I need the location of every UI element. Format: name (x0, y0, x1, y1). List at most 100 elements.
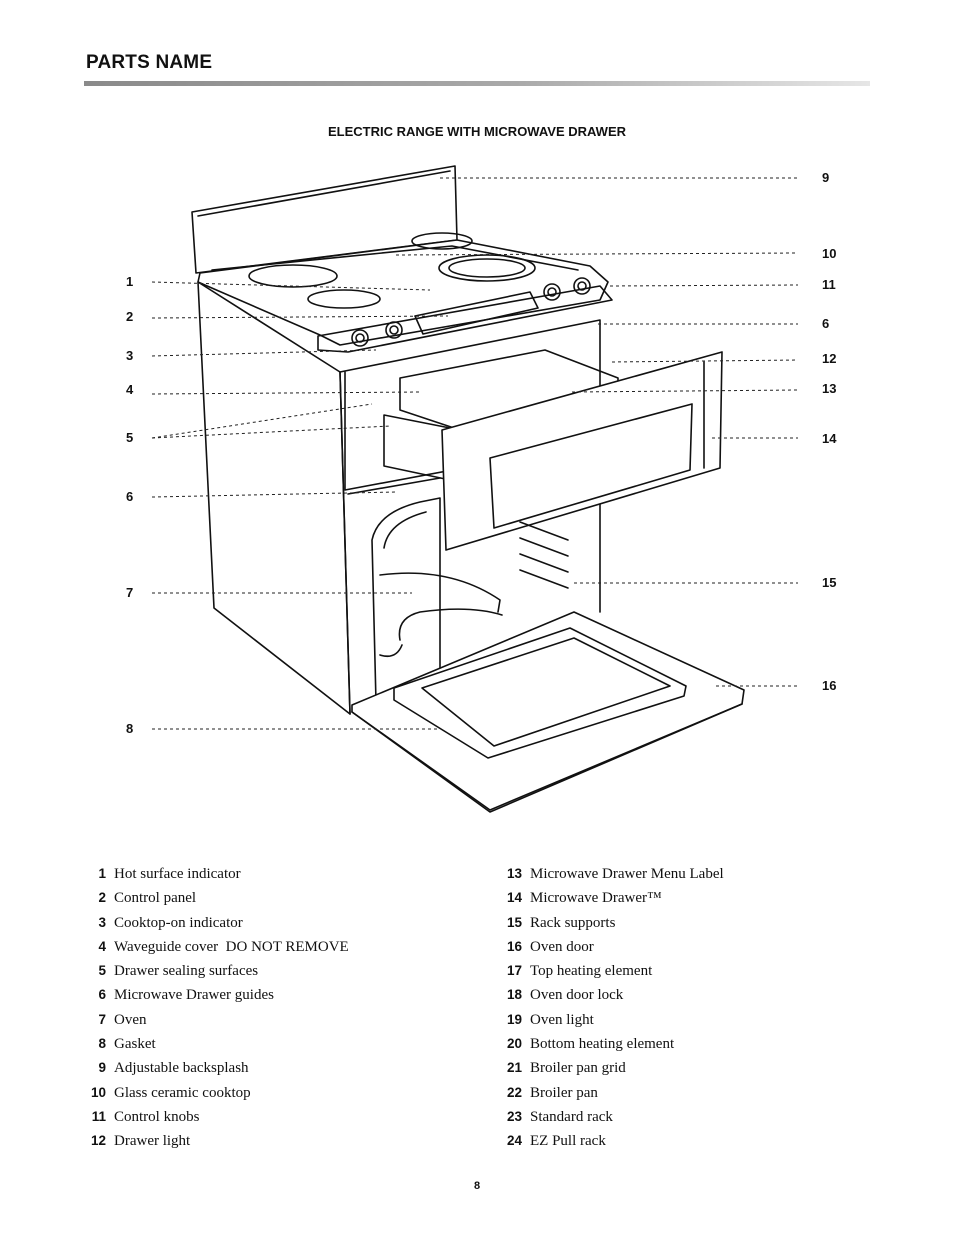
part-name: Glass ceramic cooktop (114, 1084, 251, 1101)
callout-16: 16 (822, 678, 837, 693)
list-item: 15 Rack supports (500, 915, 724, 939)
callout-2: 2 (126, 309, 134, 324)
cooktop (197, 239, 609, 346)
part-name: Microwave Drawer Menu Label (530, 866, 724, 882)
title-rule (84, 81, 870, 86)
part-number: 7 (98, 1011, 106, 1027)
oven-door-window (393, 627, 687, 759)
part-number: 15 (506, 914, 522, 930)
part-number: 22 (506, 1084, 522, 1100)
part-name: EZ Pull rack (530, 1133, 606, 1150)
callout-6-left: 6 (126, 489, 134, 504)
callout-15: 15 (822, 575, 837, 590)
list-item: 14 Microwave Drawer™ (500, 890, 724, 914)
part-name: Broiler pan grid (530, 1060, 626, 1077)
callout-3: 3 (126, 348, 134, 363)
part-name: Broiler pan (530, 1084, 598, 1101)
part-number: 23 (506, 1108, 522, 1124)
part-name: Waveguide cover DO NOT REMOVE (114, 938, 349, 955)
control-knobs (351, 277, 591, 347)
list-item: 7 Oven (84, 1012, 349, 1036)
list-item: 16 Oven door (500, 939, 724, 963)
burner-rear-left (248, 264, 338, 288)
part-name: Microwave Drawer guides (114, 987, 274, 1004)
burner-front-left (307, 289, 381, 309)
control-display (414, 291, 539, 335)
list-item: 1 Hot surface indicator (84, 866, 349, 890)
callout-8: 8 (126, 721, 134, 736)
part-name: Gasket (114, 1036, 156, 1053)
callout-9: 9 (822, 170, 830, 185)
microwave-drawer-front (441, 351, 723, 551)
part-number: 9 (98, 1060, 106, 1076)
list-item: 18 Oven door lock (500, 987, 724, 1011)
parts-list-right: 13 Microwave Drawer Menu Label 14 Microwav… (500, 866, 724, 1158)
part-number: 19 (506, 1011, 522, 1027)
part-name: Standard rack (530, 1108, 613, 1125)
part-number: 8 (98, 1036, 106, 1052)
part-name: Oven door lock (530, 987, 624, 1004)
callout-12: 12 (822, 351, 837, 366)
part-name: Cooktop-on indicator (114, 914, 243, 931)
part-name: Adjustable backsplash (114, 1060, 249, 1077)
part-number: 2 (98, 890, 106, 906)
part-name: Oven (114, 1011, 147, 1028)
part-number: 3 (98, 914, 106, 930)
part-name: Oven light (530, 1011, 594, 1028)
part-name: Drawer sealing surfaces (114, 963, 259, 980)
part-number: 12 (90, 1133, 106, 1149)
callout-14: 14 (822, 431, 837, 446)
part-name: Oven door (530, 938, 594, 955)
callout-5: 5 (126, 430, 134, 445)
part-number: 14 (506, 890, 522, 906)
part-number: 16 (506, 938, 522, 954)
callout-13: 13 (822, 381, 837, 396)
callout-10: 10 (822, 246, 837, 261)
list-item: 8 Gasket (84, 1036, 349, 1060)
part-name: Top heating element (530, 963, 653, 980)
callout-6-right: 6 (822, 316, 830, 331)
part-name: Hot surface indicator (114, 866, 241, 882)
list-item: 23 Standard rack (500, 1109, 724, 1133)
list-item: 19 Oven light (500, 1012, 724, 1036)
part-number: 1 (98, 866, 106, 881)
list-item: 24 EZ Pull rack (500, 1133, 724, 1157)
part-number: 11 (91, 1108, 106, 1124)
oven-cavity (371, 497, 441, 703)
page-number: 8 (473, 1180, 481, 1192)
list-item: 2 Control panel (84, 890, 349, 914)
part-name: Rack supports (530, 914, 616, 931)
diagram-title: ELECTRIC RANGE WITH MICROWAVE DRAWER (327, 124, 627, 139)
callout-7: 7 (126, 585, 134, 600)
callout-1: 1 (126, 274, 134, 289)
list-item: 11 Control knobs (84, 1109, 349, 1133)
list-item: 12 Drawer light (84, 1133, 349, 1157)
part-name: Microwave Drawer™ (530, 890, 662, 907)
part-name: Bottom heating element (530, 1036, 675, 1053)
list-item: 3 Cooktop-on indicator (84, 915, 349, 939)
part-number: 5 (98, 963, 106, 979)
part-number: 6 (98, 987, 106, 1003)
list-item: 5 Drawer sealing surfaces (84, 963, 349, 987)
range-body (197, 281, 351, 715)
part-number: 17 (506, 963, 522, 979)
callout-11: 11 (822, 277, 836, 292)
part-number: 24 (506, 1133, 522, 1149)
list-item: 6 Microwave Drawer guides (84, 987, 349, 1011)
list-item: 22 Broiler pan (500, 1085, 724, 1109)
range-diagram (151, 165, 799, 813)
part-name: Control panel (114, 890, 197, 907)
part-number: 13 (506, 866, 522, 881)
part-number: 4 (98, 938, 106, 954)
part-number: 10 (90, 1084, 106, 1100)
part-number: 18 (506, 987, 522, 1003)
list-item: 9 Adjustable backsplash (84, 1060, 349, 1084)
list-item: 20 Bottom heating element (500, 1036, 724, 1060)
part-name: Control knobs (114, 1108, 200, 1125)
part-number: 20 (506, 1036, 522, 1052)
part-name: Drawer light (114, 1133, 191, 1150)
list-item: 17 Top heating element (500, 963, 724, 987)
callout-4: 4 (126, 382, 134, 397)
